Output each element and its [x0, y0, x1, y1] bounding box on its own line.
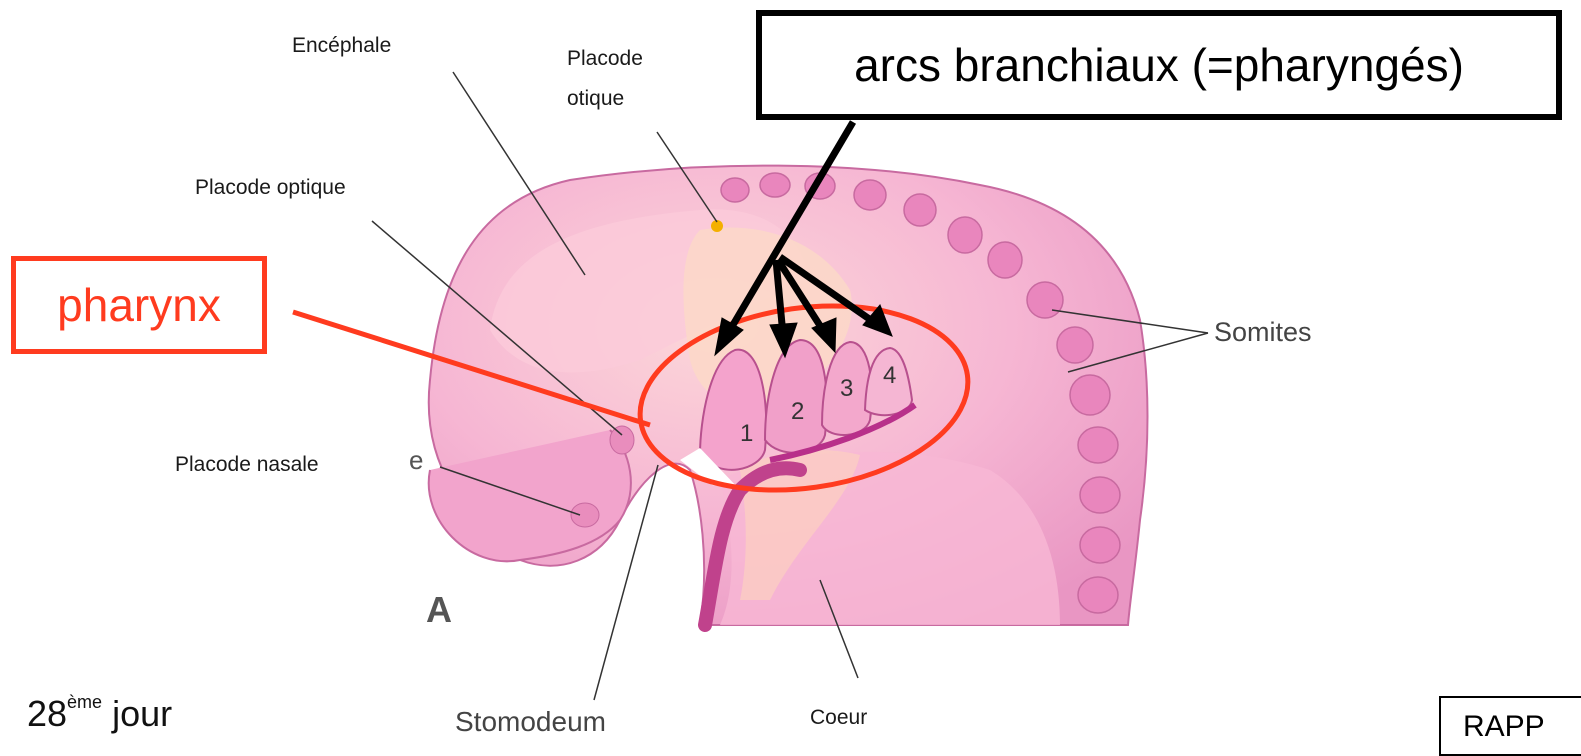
arc-number-1: 1	[740, 420, 753, 448]
arcs-callout-box: arcs branchiaux (=pharyngés)	[756, 10, 1562, 120]
placode-optique-mark	[610, 426, 634, 454]
label-placode-optique: Placode optique	[195, 175, 346, 200]
label-somites: Somites	[1214, 316, 1312, 348]
day-word: jour	[112, 693, 172, 734]
figure-letter: A	[426, 588, 452, 631]
arc-number-4: 4	[883, 362, 896, 390]
label-stomodeum: Stomodeum	[455, 705, 606, 739]
day-suffix: ème	[67, 692, 102, 712]
day-label: 28ème jour	[27, 692, 172, 735]
placode-nasale-mark	[571, 503, 599, 527]
label-placode-otique-2: otique	[567, 86, 624, 111]
corner-box-text: RAPP	[1463, 710, 1545, 743]
pharynx-callout-text: pharynx	[57, 278, 221, 332]
day-number: 28	[27, 693, 67, 734]
label-e: e	[409, 445, 423, 476]
label-coeur: Coeur	[810, 705, 867, 730]
arc-number-2: 2	[791, 398, 804, 426]
label-placode-otique-1: Placode	[567, 46, 643, 71]
pharynx-callout-box: pharynx	[11, 256, 267, 354]
arc-number-3: 3	[840, 375, 853, 403]
corner-box: RAPP	[1439, 696, 1581, 756]
label-encephale: Encéphale	[292, 33, 391, 58]
label-placode-nasale: Placode nasale	[175, 452, 319, 477]
arcs-callout-text: arcs branchiaux (=pharyngés)	[854, 38, 1464, 92]
